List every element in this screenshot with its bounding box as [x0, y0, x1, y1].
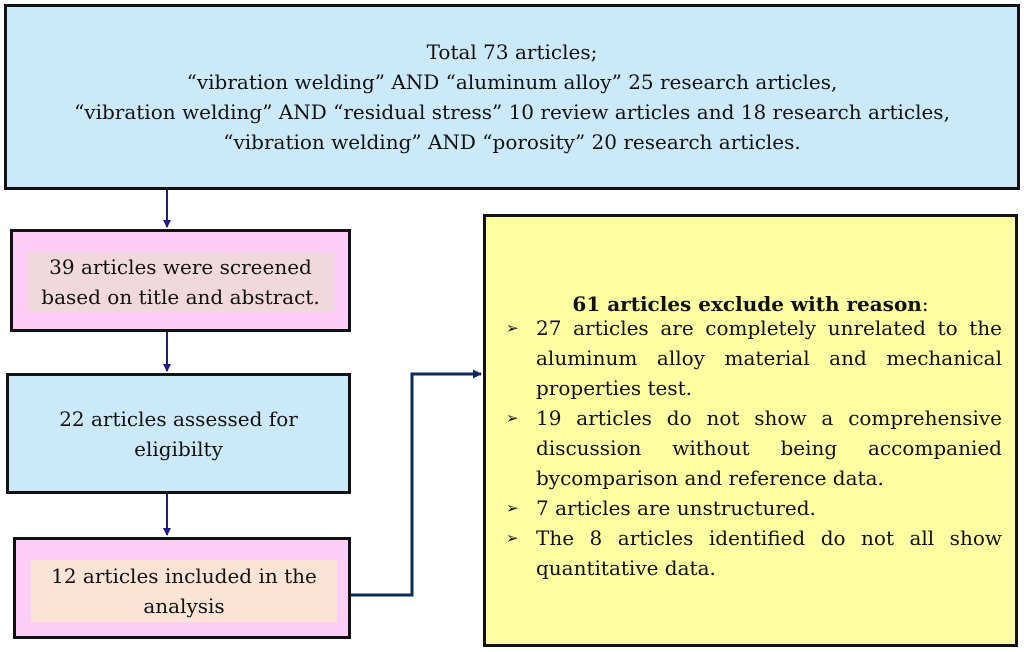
- included-text-panel: 12 articles included in the analysis: [31, 560, 337, 622]
- exclusion-reason-list: ➢ 27 articles are completely unrelated to…: [506, 313, 1002, 583]
- screening-text-panel: 39 articles were screened based on title…: [27, 252, 334, 312]
- search-line: Total 73 articles;: [426, 40, 598, 64]
- exclusion-title-bold: 61 articles exclude with reason: [572, 292, 922, 316]
- screening-box: 39 articles were screened based on title…: [10, 229, 351, 332]
- exclusion-title-suffix: :: [921, 292, 929, 316]
- exclusion-reason: ➢ 7 articles are unstructured.: [506, 493, 1002, 523]
- exclusion-title: 61 articles exclude with reason:: [486, 289, 1015, 319]
- search-line: “vibration welding” AND “residual stress…: [74, 100, 950, 124]
- included-box: 12 articles included in the analysis: [13, 537, 351, 639]
- search-results-box: Total 73 articles; “vibration welding” A…: [4, 4, 1020, 190]
- eligibility-line: eligibilty: [134, 436, 223, 461]
- search-line: “vibration welding” AND “porosity” 20 re…: [223, 130, 801, 154]
- exclusion-reason-text: 7 articles are unstructured.: [536, 496, 816, 520]
- eligibility-box: 22 articles assessed for eligibilty: [6, 373, 351, 494]
- screening-line: 39 articles were screened: [49, 255, 312, 279]
- arrow-bullet-icon: ➢: [506, 499, 519, 517]
- included-line: 12 articles included in the: [51, 564, 317, 588]
- eligibility-line: 22 articles assessed for: [59, 406, 298, 431]
- exclusion-reason: ➢ The 8 articles identified do not all sh…: [506, 523, 1002, 583]
- search-line: “vibration welding” AND “aluminum alloy”…: [186, 70, 838, 94]
- arrow-bullet-icon: ➢: [506, 319, 519, 337]
- exclusion-reason: ➢ 19 articles do not show a comprehensive…: [506, 403, 1002, 493]
- screening-line: based on title and abstract.: [41, 285, 320, 309]
- arrow-bullet-icon: ➢: [506, 529, 519, 547]
- exclusion-reason-text: 19 articles do not show a comprehensive …: [536, 406, 1002, 490]
- exclusion-reason: ➢ 27 articles are completely unrelated to…: [506, 313, 1002, 403]
- arrow-included-to-exclude: [351, 369, 482, 597]
- exclusion-reason-text: The 8 articles identified do not all sho…: [536, 526, 1002, 580]
- exclusion-reason-text: 27 articles are completely unrelated to …: [536, 316, 1002, 400]
- included-line: analysis: [143, 594, 225, 618]
- arrow-bullet-icon: ➢: [506, 409, 519, 427]
- exclusion-box: 61 articles exclude with reason: ➢ 27 art…: [483, 214, 1018, 647]
